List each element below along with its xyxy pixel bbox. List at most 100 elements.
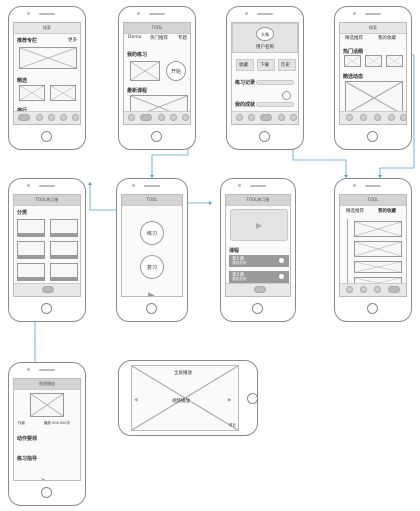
video-thumbnail[interactable]: [30, 393, 64, 417]
tab-item[interactable]: [236, 114, 243, 121]
tab-item[interactable]: [36, 114, 43, 121]
avatar[interactable]: 头像: [256, 27, 274, 41]
tab-item[interactable]: [248, 114, 255, 121]
tab-item[interactable]: [278, 114, 285, 121]
home-button[interactable]: [367, 131, 378, 142]
grid-label: 历史: [281, 63, 290, 68]
practice-button[interactable]: 练习: [140, 221, 164, 245]
tab-practice[interactable]: [254, 286, 266, 293]
tab-me[interactable]: [260, 114, 272, 121]
timeline-line: [347, 219, 348, 296]
video-title: 全屏播放: [174, 371, 192, 376]
practice-image[interactable]: [130, 61, 160, 81]
tab-favorites[interactable]: 我的收藏: [378, 209, 396, 214]
tab-item[interactable]: [158, 114, 165, 121]
timeline-image[interactable]: [354, 241, 402, 257]
grid-cell[interactable]: [257, 59, 275, 71]
thumb-image[interactable]: [19, 85, 45, 101]
home-button[interactable]: [247, 393, 258, 404]
play-button[interactable]: [278, 257, 285, 264]
search-bar[interactable]: 搜索: [14, 23, 80, 34]
tab-item[interactable]: [360, 114, 367, 121]
home-button[interactable]: [259, 131, 270, 142]
tab-item[interactable]: [182, 114, 189, 121]
grid-cell[interactable]: [236, 59, 254, 71]
topic-image[interactable]: [386, 55, 403, 67]
tab-demo[interactable]: Demo: [128, 35, 142, 40]
tab-topic[interactable]: 专题: [178, 36, 187, 41]
tab-hot[interactable]: 热门推荐: [150, 36, 168, 41]
home-button[interactable]: [41, 303, 52, 314]
tab-favorites[interactable]: 我的收藏: [378, 36, 396, 41]
next-icon[interactable]: ▶: [228, 398, 232, 403]
card-footer: [17, 233, 45, 237]
tab-practice[interactable]: [42, 286, 54, 293]
timeline-image[interactable]: [354, 261, 402, 273]
tab-item[interactable]: [170, 114, 177, 121]
review-button[interactable]: 复习: [140, 255, 164, 279]
progress-bar: [256, 102, 294, 107]
tab-item[interactable]: [388, 114, 395, 121]
item-subtitle: 课程说明: [232, 261, 246, 265]
card-footer: [50, 255, 78, 259]
feed-image[interactable]: [345, 81, 403, 115]
phone-screen-timeline: TOOL 精选推荐 我的收藏: [334, 178, 412, 322]
topic-image[interactable]: [365, 55, 382, 67]
tab-bar: [340, 283, 406, 296]
timeline-image[interactable]: [354, 221, 402, 237]
page-title: TOOL练习册: [35, 197, 59, 202]
home-button[interactable]: [252, 303, 263, 314]
tab-item[interactable]: [128, 114, 135, 121]
card-footer: [17, 255, 45, 259]
tab-featured[interactable]: 精选推荐: [345, 36, 363, 41]
fullscreen-video[interactable]: [132, 366, 238, 430]
tab-item[interactable]: [374, 114, 381, 121]
section-title: 我的练习: [127, 52, 148, 58]
home-button[interactable]: [41, 487, 52, 498]
video-center-label: 视频播放: [172, 399, 190, 404]
more-link[interactable]: 更多: [68, 38, 77, 43]
section-title: 热门话题: [343, 49, 364, 55]
title-bar: TOOL练习册: [14, 195, 80, 206]
search-label: 搜索: [369, 25, 377, 30]
tab-item[interactable]: [388, 286, 400, 293]
start-button[interactable]: 开始: [166, 61, 186, 81]
tab-featured[interactable]: 精选推荐: [346, 209, 364, 214]
home-button[interactable]: [151, 131, 162, 142]
duration-label: 时长: [229, 423, 236, 427]
title-bar: TOOL: [340, 195, 406, 206]
video-player[interactable]: [230, 209, 288, 241]
play-icon[interactable]: ▶: [256, 221, 263, 230]
list-item[interactable]: [229, 271, 289, 283]
tab-item[interactable]: [400, 114, 406, 121]
play-icon[interactable]: ▶: [42, 477, 49, 480]
tab-item[interactable]: [346, 114, 353, 121]
prev-icon[interactable]: ◀: [134, 398, 138, 403]
title-bar: TOOL: [124, 23, 190, 34]
tab-item[interactable]: [360, 286, 367, 293]
tab-item[interactable]: [346, 286, 353, 293]
grid-cell[interactable]: [278, 59, 296, 71]
tab-item[interactable]: [60, 114, 67, 121]
tab-item[interactable]: [48, 114, 55, 121]
section-title: 练习指导: [17, 456, 38, 462]
thumb-image[interactable]: [50, 85, 76, 101]
phone-screen-home: 搜索 推荐专栏 更多 精选 排行: [8, 6, 86, 150]
search-bar[interactable]: 搜索: [340, 23, 406, 34]
play-button[interactable]: [278, 273, 285, 280]
tab-item[interactable]: [72, 114, 79, 121]
home-button[interactable]: [367, 303, 378, 314]
tab-home[interactable]: [18, 114, 30, 121]
list-item[interactable]: [229, 255, 289, 267]
home-button[interactable]: [146, 303, 157, 314]
home-button[interactable]: [41, 131, 52, 142]
tab-home[interactable]: [140, 114, 152, 121]
item-title: 第1课: [232, 257, 244, 262]
play-icon[interactable]: ▶: [148, 291, 155, 297]
tab-bar: [124, 111, 190, 124]
tab-item[interactable]: [374, 286, 381, 293]
tab-item[interactable]: [290, 114, 297, 121]
title-bar: TOOL: [122, 195, 182, 206]
topic-image[interactable]: [344, 55, 361, 67]
action-button[interactable]: [282, 91, 291, 100]
